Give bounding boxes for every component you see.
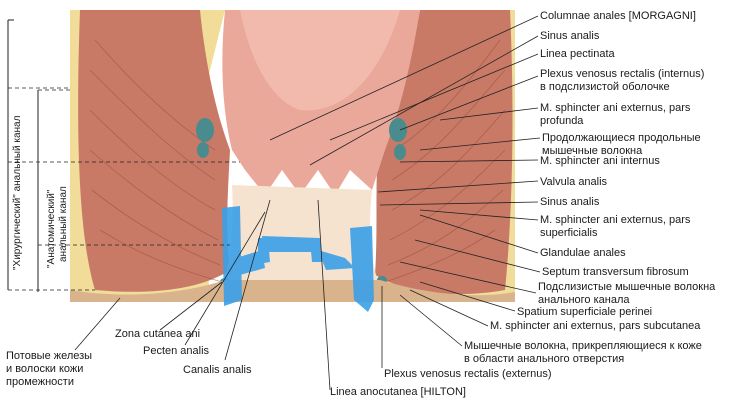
perineal-skin — [70, 280, 515, 302]
label-glands-hair-1: Потовые железы — [6, 350, 93, 362]
label-longitudinal-1: Продолжающиеся продольные — [542, 132, 701, 144]
label-glands-hair-2: и волоски кожи — [6, 363, 84, 375]
label-sphincter-ext-profunda-2: profunda — [540, 115, 584, 127]
label-glands-hair-3: промежности — [6, 376, 74, 388]
level-guides — [8, 87, 240, 291]
label-sphincter-internus: M. sphincter ani internus — [540, 155, 660, 167]
leader-lines-right — [269, 15, 541, 368]
label-sinus-analis-top: Sinus analis — [540, 30, 600, 42]
leader-lines-bottom — [74, 199, 331, 391]
striations — [89, 39, 506, 283]
label-linea-anocutanea: Linea anocutanea [HILTON] — [330, 386, 466, 398]
label-submucosal-1: Подслизистые мышечные волокна — [538, 281, 716, 293]
label-surgical-canal: "Хирургический" анальный канал — [12, 115, 23, 270]
label-spatium: Spatium superficiale perinei — [517, 306, 653, 318]
label-sphincter-ext-superficialis-2: superficialis — [540, 227, 598, 239]
blue-annotation — [222, 206, 374, 312]
label-canalis-analis: Canalis analis — [183, 364, 252, 376]
label-anatomical-canal-2: анальный канал — [58, 186, 69, 262]
label-sphincter-ext-profunda-1: M. sphincter ani externus, pars — [540, 102, 691, 114]
mucosa-highlight — [240, 10, 400, 111]
label-linea-pectinata: Linea pectinata — [540, 48, 615, 60]
label-anatomical-canal-1: "Анатомический" — [46, 189, 57, 268]
label-zona-cutanea: Zona cutanea ani — [115, 328, 201, 340]
label-submucosal-2: анального канала — [538, 294, 630, 306]
canal-brackets — [7, 19, 39, 292]
right-muscle — [375, 10, 513, 295]
left-muscle — [78, 10, 230, 292]
label-columnae-anales: Columnae anales [MORGAGNI] — [540, 10, 696, 22]
label-plexus-externus: Plexus venosus rectalis (externus) — [384, 368, 552, 380]
label-sphincter-ext-superficialis-1: M. sphincter ani externus, pars — [540, 214, 691, 226]
venous-plexus-internus — [196, 118, 407, 160]
label-fibers-skin-2: в области анального отверстия — [464, 353, 625, 365]
label-longitudinal-2: мышечные волокна — [542, 145, 643, 157]
label-glandulae-anales: Glandulae anales — [540, 247, 626, 259]
label-fibers-skin-1: Мышечные волокна, прикрепляющиеся к коже — [464, 340, 702, 352]
label-sphincter-subcutanea: M. sphincter ani externus, pars subcutan… — [490, 320, 701, 332]
label-plexus-internus-1: Plexus venosus rectalis (internus) — [540, 68, 705, 80]
label-pecten-analis: Pecten analis — [143, 345, 210, 357]
label-plexus-internus-2: в подслизистой оболочке — [540, 81, 670, 93]
label-sinus-analis-mid: Sinus analis — [540, 196, 600, 208]
label-septum: Septum transversum fibrosum — [542, 266, 689, 278]
label-valvula-analis: Valvula analis — [540, 176, 608, 188]
